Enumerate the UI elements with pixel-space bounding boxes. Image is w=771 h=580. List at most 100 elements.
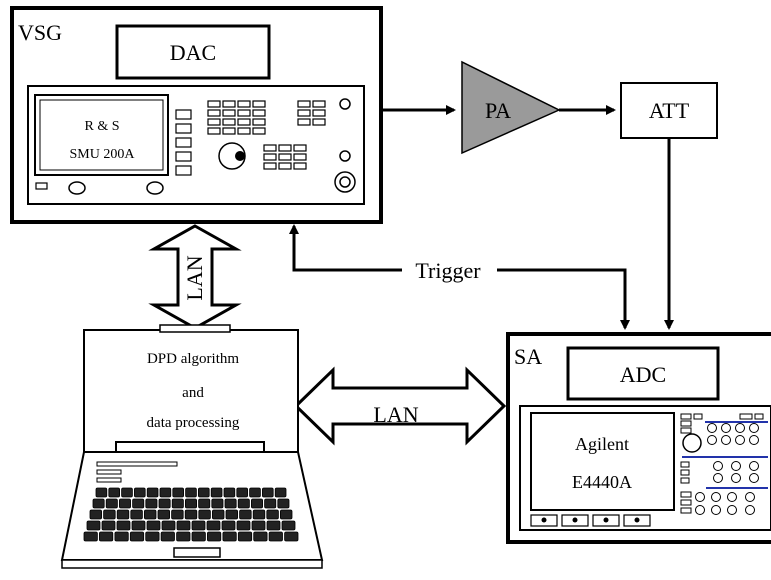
- lan-horizontal-link: LAN: [293, 366, 507, 446]
- sa-panel-button: [749, 473, 759, 483]
- pc-block: PC DPD algorithm and data processing: [60, 324, 324, 569]
- pc-keyboard-key: [222, 531, 237, 542]
- pc-keyboard-key: [176, 531, 191, 542]
- pc-keyboard-key: [145, 498, 158, 509]
- pc-keyboard-key: [95, 487, 108, 498]
- sa-panel-key: [680, 413, 692, 420]
- sa-panel-button: [721, 435, 731, 445]
- sa-panel-key: [680, 427, 692, 434]
- dac-box: [115, 24, 271, 80]
- sa-panel-key: [680, 469, 690, 476]
- sa-panel-button: [735, 435, 745, 445]
- pc-keyboard-key: [146, 487, 159, 498]
- pc-keyboard-key: [250, 498, 263, 509]
- pc-keyboard-key: [266, 520, 281, 531]
- pc-keyboard-key: [114, 531, 129, 542]
- pc-keyboard-key: [158, 498, 171, 509]
- vsg-power-led: [339, 98, 351, 110]
- vsg-rotary-knob: [218, 142, 246, 170]
- pc-keyboard-key: [236, 520, 251, 531]
- sa-instrument-model: E4440A: [572, 472, 632, 492]
- pc-keyboard-key: [83, 531, 98, 542]
- pc-keyboard-key: [223, 487, 236, 498]
- pc-keyboard-key: [132, 498, 145, 509]
- pc-keyboard-key: [225, 509, 239, 520]
- vsg-rf-output-connector: [334, 171, 356, 193]
- pc-speaker-line3: [96, 477, 122, 483]
- pc-keyboard-key: [119, 498, 132, 509]
- pc-keyboard-key: [146, 520, 161, 531]
- sa-panel-button: [721, 423, 731, 433]
- adc-box: [566, 346, 720, 401]
- pc-keyboard-key: [145, 531, 160, 542]
- pc-keyboard-key: [224, 498, 237, 509]
- pc-keyboard-key: [284, 531, 299, 542]
- adc-label: ADC: [620, 362, 666, 387]
- sa-panel-key: [680, 461, 690, 468]
- pa-triangle: [461, 60, 561, 155]
- sa-panel-button: [727, 505, 737, 515]
- sa-panel-button: [731, 473, 741, 483]
- pc-keyboard-key: [191, 520, 206, 531]
- pc-keyboard-key: [237, 498, 250, 509]
- pc-keyboard-key: [264, 498, 277, 509]
- vsg-foot-left: [68, 181, 86, 195]
- trigger-label: Trigger: [415, 258, 481, 283]
- vsg-display-inner: [39, 99, 164, 171]
- sa-panel-button: [711, 505, 721, 515]
- pc-keyboard-key: [103, 509, 116, 520]
- sa-panel-button: [749, 461, 759, 471]
- pc-keyboard-key: [206, 531, 222, 542]
- pc-keyboard-key: [89, 509, 103, 520]
- pc-keyboard-key: [161, 520, 176, 531]
- pc-keyboard-key: [185, 487, 197, 498]
- pc-keyboard-key: [261, 487, 274, 498]
- pc-keyboard-key: [157, 509, 171, 520]
- lan-vertical-link: LAN: [148, 224, 242, 330]
- sa-panel-button: [695, 492, 705, 502]
- pc-keyboard-key: [92, 498, 105, 509]
- pc-speaker-line1: [96, 461, 178, 467]
- sa-label: SA: [514, 344, 542, 369]
- pc-keyboard-key: [237, 531, 253, 542]
- pc-keyboard-key: [171, 509, 184, 520]
- sa-panel-button: [713, 461, 723, 471]
- pc-keyboard-key: [251, 520, 266, 531]
- pc-keyboard-key: [253, 531, 268, 542]
- pc-keyboard-key: [211, 498, 224, 509]
- vsg-foot-right: [146, 181, 164, 195]
- sa-right-panel: [680, 413, 768, 515]
- pc-keyboard-key: [249, 487, 261, 498]
- lan-horizontal-label: LAN: [373, 402, 418, 427]
- pc-keyboard: [83, 487, 299, 542]
- att-block: ATT: [620, 82, 718, 139]
- sa-panel-button: [711, 492, 721, 502]
- vsg-softkeys: [175, 109, 192, 176]
- pc-keyboard-key: [236, 487, 249, 498]
- pc-keyboard-key: [197, 487, 210, 498]
- lan-vertical-label: LAN: [182, 255, 207, 300]
- pc-keyboard-key: [143, 509, 157, 520]
- pc-screen-line2: and: [182, 385, 204, 401]
- sa-panel-button: [695, 505, 705, 515]
- sa-panel-button: [745, 492, 755, 502]
- sa-panel-key: [754, 413, 764, 420]
- pa-block: PA: [461, 60, 561, 155]
- pc-keyboard-key: [198, 509, 211, 520]
- vsg-slot: [35, 182, 48, 190]
- pc-keyboard-key: [121, 487, 133, 498]
- pc-keyboard-key: [184, 498, 197, 509]
- pc-keyboard-key: [184, 509, 198, 520]
- sa-panel-button: [745, 505, 755, 515]
- lan-horizontal-arrow: [293, 366, 507, 446]
- sa-panel-button: [749, 435, 759, 445]
- sa-block: SA ADC Agilent E4440A: [506, 332, 771, 544]
- pc-keyboard-key: [160, 531, 175, 542]
- sa-panel-button: [707, 435, 717, 445]
- sa-panel-button: [713, 473, 723, 483]
- att-label: ATT: [649, 98, 690, 123]
- pc-keyboard-key: [105, 498, 118, 509]
- pc-speaker-line2: [96, 469, 122, 475]
- pc-keyboard-key: [268, 531, 283, 542]
